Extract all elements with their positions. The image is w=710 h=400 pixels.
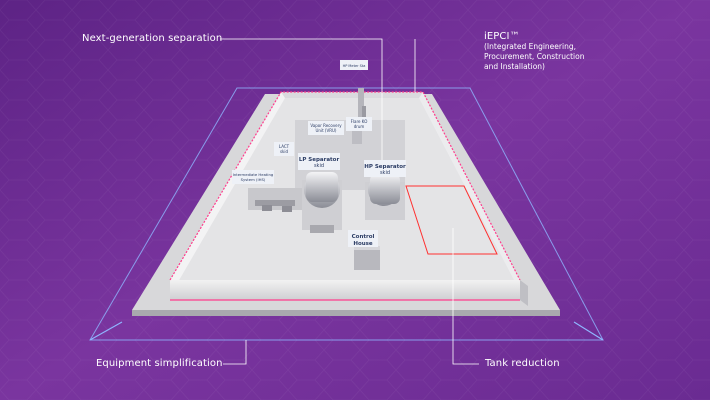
label-vru-text-1: Vapor Recovery [310,123,342,128]
callout-iepci-line3: and Installation) [484,62,545,71]
right-wall [419,92,520,282]
label-control-text-1: Control [352,234,375,240]
label-ihs-text-2: System (IHS) [241,177,266,182]
label-lp-sep-text-1: LP Separator [299,157,340,163]
label-lact-text-2: skid [280,149,289,154]
label-control-text-2: House [353,241,373,247]
callout-iepci: iEPCI™ (Integrated Engineering, Procurem… [484,31,584,72]
label-lp-sep-text-2: skid [314,163,324,169]
left-wall [170,92,285,282]
label-ihs-text-1: Intermediate Heating [233,172,274,177]
label-hp-meter-text: HP Meter Sta [343,64,366,68]
equipment-labels: HP Meter Sta Vapor Recovery Unit (VRU) F… [232,60,406,247]
callout-lines [220,38,479,365]
callout-iepci-title: iEPCI™ [484,31,520,42]
callout-equipment: Equipment simplification [96,358,223,369]
label-flare-text-2: drum [354,124,365,129]
label-flare-text-1: Flare KO [351,119,368,124]
label-vru-text-2: Unit (VRU) [316,128,337,133]
callout-iepci-line2: Procurement, Construction [484,52,585,61]
callout-iepci-line1: (Integrated Engineering, [484,42,576,51]
front-wall [170,280,520,300]
label-hp-sep-text-2: skid [380,170,390,176]
label-hp-meter [340,60,368,70]
callout-separation: Next-generation separation [82,33,223,44]
callout-tank: Tank reduction [485,358,560,369]
tank-reduction-area [405,185,498,255]
label-lact-text-1: LACT [279,144,290,149]
label-hp-sep-text-1: HP Separator [364,164,406,170]
